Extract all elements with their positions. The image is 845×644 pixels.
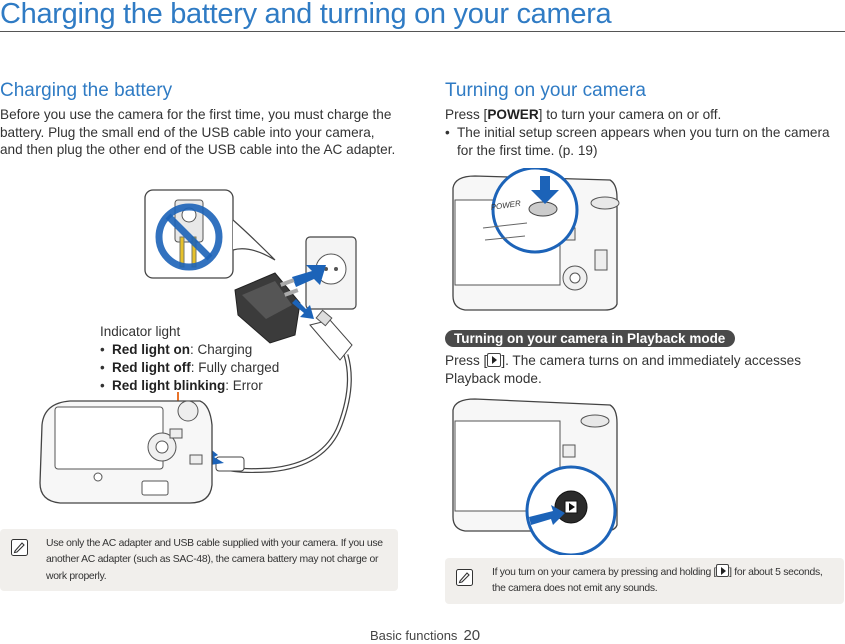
- power-paragraph: Press [POWER] to turn your camera on or …: [445, 107, 722, 122]
- camera-playback-illustration: [452, 398, 618, 555]
- indicator-light-list: Indicator light Red light on: Charging R…: [100, 323, 279, 395]
- callout-box: [144, 189, 276, 279]
- charging-paragraph: Before you use the camera for the first …: [0, 107, 396, 157]
- indicator-title: Indicator light: [100, 324, 181, 339]
- playback-paragraph: Press []. The camera turns on and immedi…: [445, 353, 802, 386]
- playback-heading-pill: Turning on your camera in Playback mode: [445, 330, 736, 347]
- charging-note: Use only the AC adapter and USB cable su…: [0, 529, 398, 591]
- note-icon: [456, 569, 473, 586]
- indicator-item: Red light off: Fully charged: [100, 359, 279, 377]
- power-key: POWER: [487, 107, 539, 122]
- charging-illustration: [39, 189, 357, 504]
- ac-adapter: [234, 272, 301, 344]
- indicator-item: Red light blinking: Error: [100, 377, 279, 395]
- arrow-icon: [529, 505, 565, 525]
- camera-body: [39, 400, 213, 504]
- page-number: 20: [463, 627, 481, 644]
- camera-power-illustration: POWER: [452, 168, 620, 311]
- title-divider: [0, 31, 845, 32]
- usb-plug: [309, 309, 353, 361]
- playback-icon: [487, 353, 502, 367]
- arrow-icon: [531, 176, 559, 204]
- note-text: Use only the AC adapter and USB cable su…: [46, 538, 383, 582]
- note-icon: [11, 539, 28, 556]
- page-footer: Basic functions 20: [370, 627, 480, 644]
- prohibition-icon: [155, 203, 223, 271]
- arrow-icon: [292, 265, 326, 287]
- power-heading: Turning on your camera: [445, 80, 647, 101]
- wall-socket: [305, 236, 357, 310]
- footer-label: Basic functions: [370, 628, 458, 643]
- power-button-label: POWER: [490, 199, 521, 212]
- note-text: If you turn on your camera by pressing a…: [492, 564, 837, 598]
- indicator-item: Red light on: Charging: [100, 341, 279, 359]
- charging-heading: Charging the battery: [0, 80, 173, 101]
- page-title: Charging the battery and turning on your…: [0, 0, 612, 30]
- setup-bullet: The initial setup screen appears when yo…: [445, 124, 845, 159]
- playback-note: If you turn on your camera by pressing a…: [445, 558, 844, 604]
- playback-icon: [716, 564, 730, 577]
